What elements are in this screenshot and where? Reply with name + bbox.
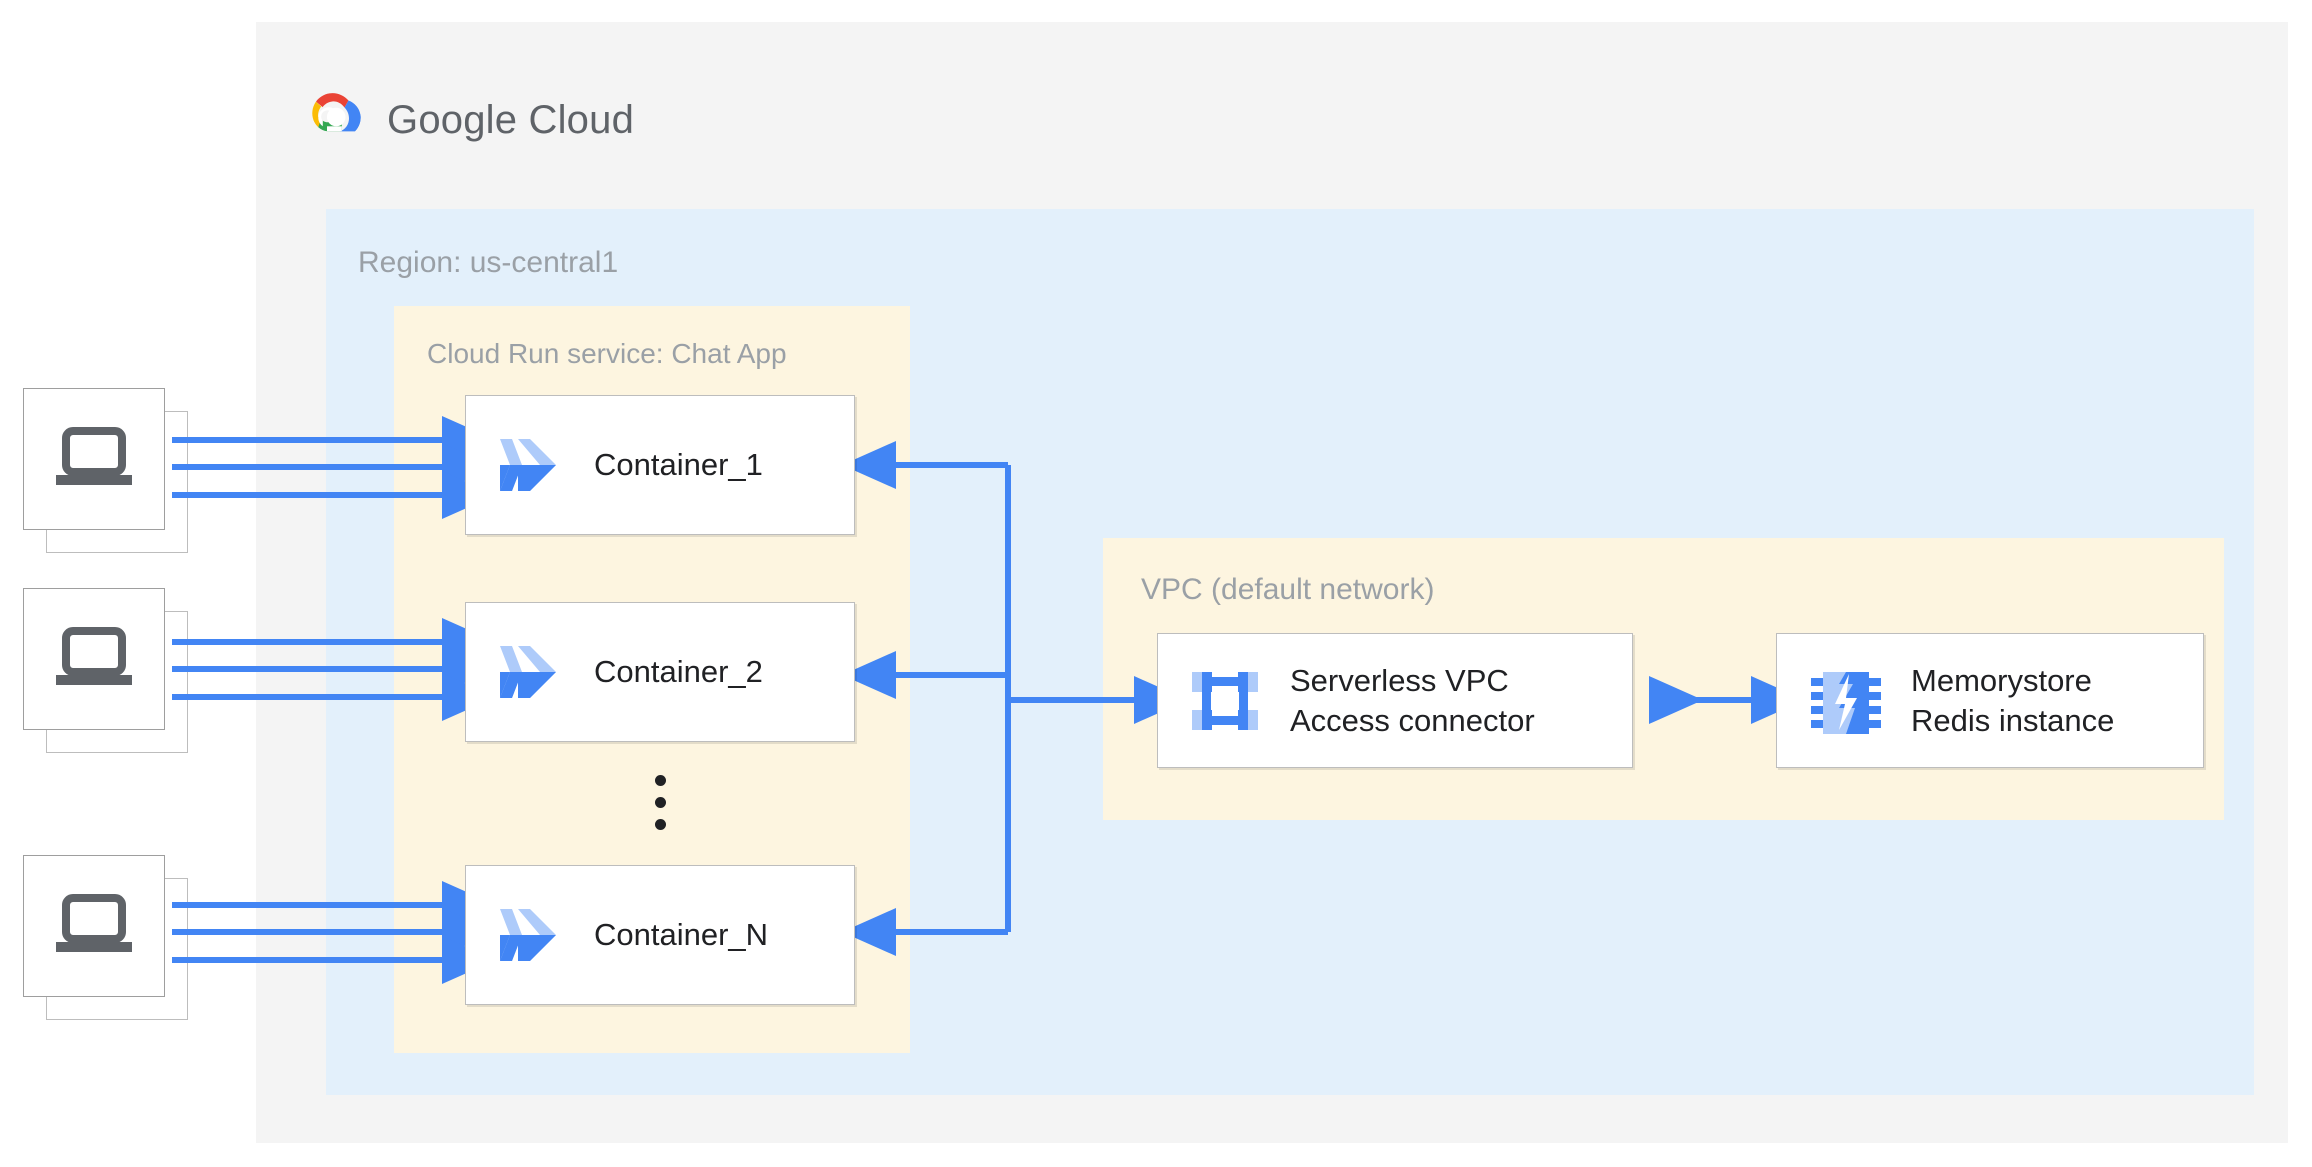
google-cloud-brand: Google Cloud xyxy=(303,90,634,151)
memorystore-redis-label: Memorystore Redis instance xyxy=(1911,662,2115,738)
serverless-vpc-access-connector-label: Serverless VPC Access connector xyxy=(1290,662,1535,738)
container-node-2[interactable]: Container_2 xyxy=(465,602,855,742)
client-group-2[interactable] xyxy=(23,588,188,753)
laptop-icon xyxy=(52,425,136,494)
ellipsis-dot xyxy=(655,775,666,786)
client-card-front xyxy=(23,855,165,997)
cloud-run-icon xyxy=(488,634,564,710)
memorystore-redis-icon xyxy=(1809,664,1883,738)
serverless-vpc-access-connector-icon xyxy=(1188,664,1262,738)
client-card-front xyxy=(23,388,165,530)
client-group-3[interactable] xyxy=(23,855,188,1020)
region-label: Region: us-central1 xyxy=(358,246,619,279)
container-node-label: Container_2 xyxy=(594,654,763,689)
ellipsis-dot xyxy=(655,797,666,808)
vpc-label: VPC (default network) xyxy=(1141,573,1435,606)
containers-ellipsis xyxy=(655,775,666,830)
client-card-front xyxy=(23,588,165,730)
laptop-icon xyxy=(52,625,136,694)
container-node-1[interactable]: Container_1 xyxy=(465,395,855,535)
client-group-1[interactable] xyxy=(23,388,188,553)
serverless-vpc-access-connector-node[interactable]: Serverless VPC Access connector xyxy=(1157,633,1633,768)
container-node-label: Container_N xyxy=(594,917,769,952)
google-cloud-logo-icon xyxy=(303,90,369,151)
container-node-label: Container_1 xyxy=(594,447,763,482)
memorystore-redis-node[interactable]: Memorystore Redis instance xyxy=(1776,633,2204,768)
cloud-run-icon xyxy=(488,427,564,503)
ellipsis-dot xyxy=(655,819,666,830)
google-cloud-wordmark: Google Cloud xyxy=(387,98,635,142)
container-node-n[interactable]: Container_N xyxy=(465,865,855,1005)
cloud-run-icon xyxy=(488,897,564,973)
cloud-run-service-label: Cloud Run service: Chat App xyxy=(427,338,787,369)
laptop-icon xyxy=(52,892,136,961)
